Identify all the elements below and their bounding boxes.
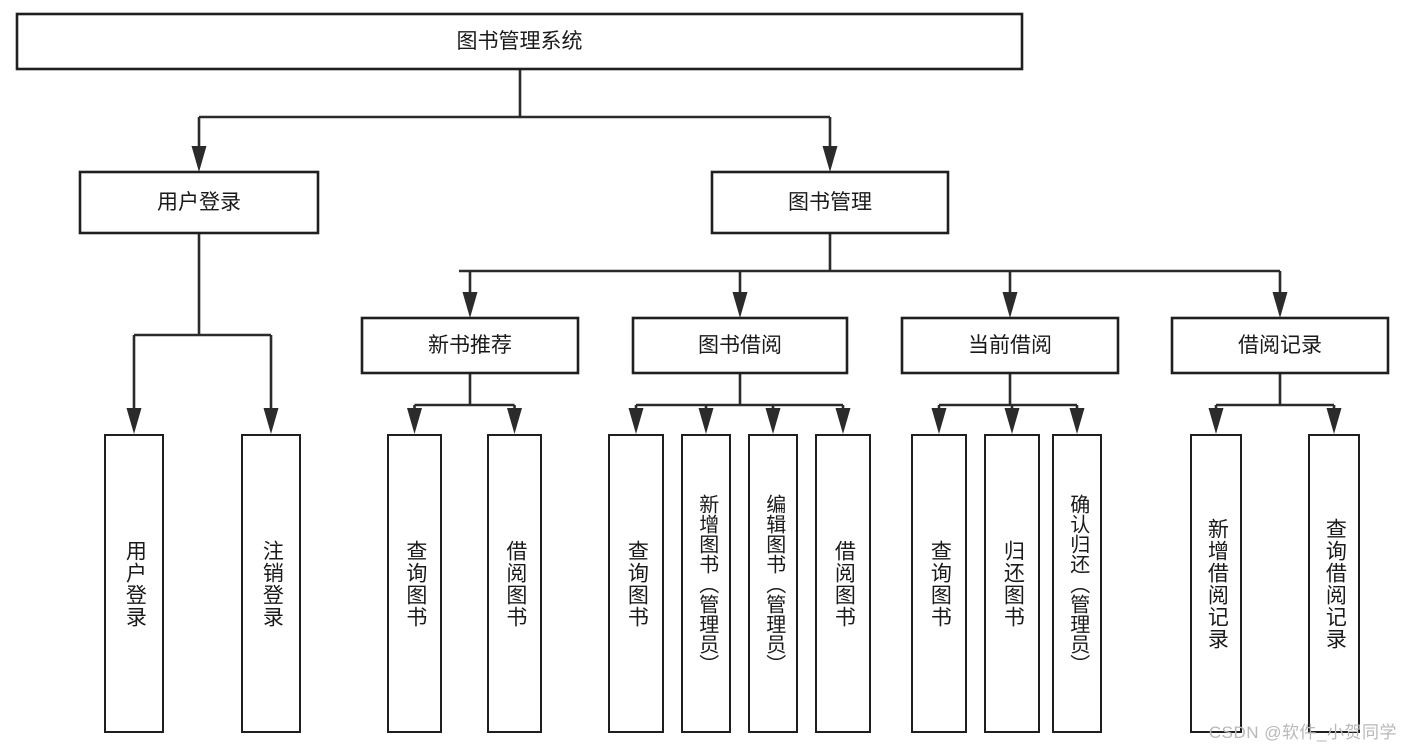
level3-node-label-0: 新书推荐 xyxy=(428,334,512,357)
leaf-node-4[interactable]: 查询图书 xyxy=(608,434,664,733)
level2-node-box-0 xyxy=(78,170,320,235)
level3-1-to-leaf-3-head xyxy=(835,408,851,434)
leaf-node-label-2: 查询图书 xyxy=(403,539,427,628)
root-node-label: 图书管理系统 xyxy=(457,30,583,53)
leaf-node-label-1: 注销登录 xyxy=(260,539,284,628)
root-to-level2-0-head xyxy=(191,146,207,172)
level3-0-to-leaf-1-head xyxy=(507,408,522,434)
leaf-node-2[interactable]: 查询图书 xyxy=(387,434,442,733)
level3-2-to-leaf-1-head xyxy=(1004,408,1020,434)
leaf-node-12[interactable]: 查询借阅记录 xyxy=(1308,434,1360,733)
box-layer xyxy=(15,12,1390,375)
leaf-node-6[interactable]: 编辑图书（管理员） xyxy=(748,434,798,733)
mgmt-to-level3-0-head xyxy=(462,292,478,318)
leaf-node-11[interactable]: 新增借阅记录 xyxy=(1190,434,1242,733)
leaf-node-label-10: 确认归还（管理员） xyxy=(1066,493,1089,674)
root-to-level2-1-head xyxy=(822,146,838,172)
leaf-node-label-11: 新增借阅记录 xyxy=(1205,517,1229,650)
level3-0-to-leaf-0-head xyxy=(407,408,422,434)
leaf-node-1[interactable]: 注销登录 xyxy=(241,434,301,733)
level3-node-label-3: 借阅记录 xyxy=(1238,334,1322,357)
level2-node-box-1 xyxy=(710,170,950,235)
level3-node-label-1: 图书借阅 xyxy=(698,334,782,357)
leaf-node-0[interactable]: 用户登录 xyxy=(104,434,164,733)
level3-1-to-leaf-2-head xyxy=(765,408,781,434)
level3-3-to-leaf-1-head xyxy=(1326,408,1342,434)
level3-node-box-0 xyxy=(360,316,580,375)
leaf-node-9[interactable]: 归还图书 xyxy=(984,434,1040,733)
level3-3-to-leaf-0-head xyxy=(1208,408,1224,434)
leaf-node-label-4: 查询图书 xyxy=(625,539,649,628)
root-node-box xyxy=(15,12,1024,71)
level2-node-label-0: 用户登录 xyxy=(157,191,241,214)
connector-layer xyxy=(126,69,1342,434)
leaf-node-label-3: 借阅图书 xyxy=(503,539,527,628)
level3-node-label-2: 当前借阅 xyxy=(968,334,1052,357)
leaf-node-5[interactable]: 新增图书（管理员） xyxy=(681,434,731,733)
login-to-leaf-1-head xyxy=(263,408,279,434)
leaf-node-label-12: 查询借阅记录 xyxy=(1323,517,1347,650)
level3-1-to-leaf-1-head xyxy=(698,408,714,434)
level3-1-to-leaf-0-head xyxy=(628,408,644,434)
level3-node-box-1 xyxy=(631,316,849,375)
level2-node-label-1: 图书管理 xyxy=(788,191,872,214)
leaf-node-label-8: 查询图书 xyxy=(928,539,952,628)
leaf-node-8[interactable]: 查询图书 xyxy=(911,434,967,733)
level3-2-to-leaf-0-head xyxy=(931,408,947,434)
mgmt-to-level3-1-head xyxy=(732,292,748,318)
leaf-node-3[interactable]: 借阅图书 xyxy=(487,434,542,733)
leaf-node-label-7: 借阅图书 xyxy=(832,539,856,628)
leaf-node-label-6: 编辑图书（管理员） xyxy=(762,493,785,674)
leaf-node-label-5: 新增图书（管理员） xyxy=(695,493,718,674)
level3-2-to-leaf-2-head xyxy=(1069,408,1085,434)
mgmt-to-level3-3-head xyxy=(1272,292,1288,318)
leaf-node-7[interactable]: 借阅图书 xyxy=(815,434,871,733)
level3-node-box-2 xyxy=(900,316,1120,375)
leaf-node-label-0: 用户登录 xyxy=(123,539,147,628)
login-to-leaf-0-head xyxy=(126,408,142,434)
leaf-node-10[interactable]: 确认归还（管理员） xyxy=(1052,434,1102,733)
level3-node-box-3 xyxy=(1170,316,1390,375)
leaf-node-label-9: 归还图书 xyxy=(1001,539,1025,628)
mgmt-to-level3-2-head xyxy=(1002,292,1018,318)
